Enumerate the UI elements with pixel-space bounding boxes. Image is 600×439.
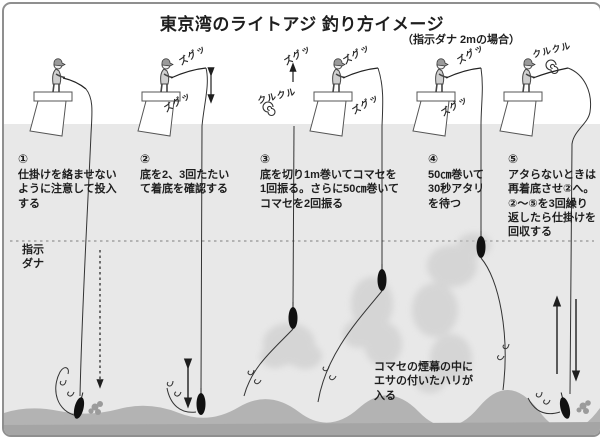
step-5-number: ⑤ [508,152,519,166]
step-2-text: 底を2、3回たたい て着底を確認する [140,169,230,196]
step-3-text: 底を切り1m巻いてコマセを 1回振る。さらに50㎝巻いて コマセを2回振る [260,169,400,210]
step-4-number: ④ [428,152,439,166]
leader-line-1 [55,367,79,417]
fishing-line-2 [200,67,208,394]
subtitle: （指示ダナ 2mの場合） [402,34,520,46]
bottom-puff-icon [576,400,591,414]
rig-step4 [476,67,510,391]
step-3: ③ 底を切り1m巻いてコマセを 1回振る。さらに50㎝巻いて コマセを2回振る [260,152,414,211]
step-4-text: 50㎝巻いて 30秒アタリ を待つ [428,169,485,210]
rig-step3a [243,125,298,397]
rig-step2 [166,67,208,416]
step-1-number: ① [18,152,29,166]
leader-line-5 [527,397,561,415]
fishing-diagram-scene [4,57,600,435]
rig-step3b [317,67,387,403]
leader-line-3b [317,290,383,403]
rig-step1 [55,88,104,421]
rod-1 [62,77,87,90]
fishing-line-4 [480,67,483,236]
boat-angler-1 [29,57,87,137]
boat-angler-3 [309,57,379,137]
rig-step5 [527,67,592,421]
rod-4 [445,67,482,79]
fishing-line-1 [79,88,93,397]
step-5: ⑤ アタらないときは 再着底させ②へ。 ②〜⑤を3回繰り 返したら仕掛けを 回収… [508,152,600,239]
page-title: 東京湾のライトアジ 釣り方イメージ [159,15,445,34]
seabed [4,389,600,435]
comase-cloud-group [260,233,491,393]
boat-angler-2 [137,57,207,137]
comase-note: コマセの煙幕の中に エサの付いたハリが 入る [374,361,473,402]
rod-3 [342,67,379,79]
step-1-text: 仕掛けを絡ませない ように注意して投入 する [18,169,117,210]
step-3-number: ③ [260,152,271,166]
step-4: ④ 50㎝巻いて 30秒アタリ を待つ [428,152,516,211]
fishing-line-3a [292,125,295,308]
step-2-number: ② [140,152,151,166]
leader-line-2 [166,387,197,413]
rod-2 [170,67,207,79]
fishing-line-5 [567,67,592,395]
step-1: ① 仕掛けを絡ませない ように注意して投入 する [18,152,130,211]
leader-line-4 [480,257,506,391]
leader-line-3a [243,328,294,397]
tana-label: 指示 ダナ [22,244,44,270]
boat-angler-4 [412,57,482,137]
fishing-line-3b [377,67,384,269]
bottom-puff-icon [88,401,103,415]
step-5-text: アタらないときは 再着底させ②へ。 ②〜⑤を3回繰り 返したら仕掛けを 回収する [508,169,596,238]
step-2: ② 底を2、3回たたい て着底を確認する [140,152,260,197]
